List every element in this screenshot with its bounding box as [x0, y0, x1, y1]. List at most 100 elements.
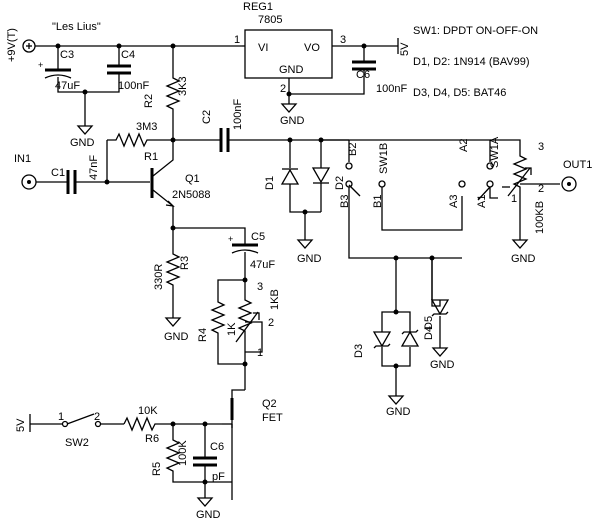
gnd-label: GND — [280, 115, 305, 127]
d1-label: D1 — [264, 176, 276, 190]
q2-type: FET — [262, 412, 283, 424]
gnd-label: GND — [196, 509, 221, 521]
notes: SW1: DPDT ON-OFF-ON D1, D2: 1N914 (BAV99… — [413, 25, 538, 99]
sw1-b2: B2 — [347, 143, 359, 156]
q1-label: Q1 — [185, 173, 200, 185]
c6-pf-capacitor — [193, 424, 217, 482]
gnd-label: GND — [164, 331, 189, 343]
sw2-supply: 5V — [15, 418, 27, 432]
c1-value: 47nF — [88, 155, 100, 180]
d2-diode — [311, 140, 331, 212]
q1-transistor — [150, 140, 175, 228]
c5-value: 47uF — [250, 259, 275, 271]
d5-label: D5 — [423, 316, 435, 330]
reg-pin2: 2 — [280, 83, 286, 95]
c6a-label: C6 — [356, 69, 370, 81]
r5-resistor — [165, 424, 232, 483]
r1-value: 3M3 — [136, 121, 157, 133]
sw2-label: SW2 — [65, 437, 89, 449]
r6-value: 10K — [138, 405, 158, 417]
title-quote: "Les Lius" — [52, 21, 101, 33]
gnd-label: GND — [297, 253, 322, 265]
reg-ref: REG1 — [243, 1, 273, 13]
sw1a-label: SW1A — [489, 136, 501, 168]
reg-pin3: 3 — [340, 34, 346, 46]
d3-d4-diodes — [372, 258, 420, 396]
sw1b-label: SW1B — [378, 143, 390, 174]
r1-resistor — [106, 132, 173, 182]
out1-label: OUT1 — [563, 159, 592, 171]
sw2-switch — [29, 413, 124, 432]
note-line: D3, D4, D5: BAT46 — [413, 87, 506, 99]
sw1-b3: B3 — [339, 195, 351, 208]
r2-resistor — [165, 46, 181, 140]
r5-label: R5 — [151, 462, 163, 476]
r4-resistor — [210, 279, 245, 365]
r1-label: R1 — [144, 151, 158, 163]
gnd-label: GND — [430, 359, 455, 371]
d3-label: D3 — [353, 344, 365, 358]
pot-out-label: 100KB — [534, 201, 546, 234]
sw1-a2: A2 — [458, 139, 470, 152]
c3-value: 47uF — [55, 80, 80, 92]
in1-label: IN1 — [14, 153, 31, 165]
c6-output-capacitor — [289, 43, 376, 95]
gnd-label: GND — [70, 137, 95, 149]
gnd-symbol — [511, 239, 529, 249]
r3-label: R3 — [179, 256, 191, 270]
gnd-symbol — [76, 125, 94, 135]
r2-label: R2 — [143, 94, 155, 108]
pot-1kb-pin: 1 — [257, 347, 263, 359]
r5-value: 100K — [177, 440, 189, 466]
c5-capacitor: + — [173, 227, 259, 280]
c5-label: C5 — [251, 231, 265, 243]
sw2-pin: 2 — [94, 411, 100, 423]
r2-value: 3K3 — [177, 76, 189, 96]
pot-out-pin: 1 — [511, 193, 517, 205]
q2-fet — [222, 389, 245, 500]
r4-label: R4 — [197, 328, 209, 342]
out1-terminal — [561, 176, 577, 192]
pot-1kb-pin: 3 — [257, 281, 263, 293]
c2-label: C2 — [201, 110, 213, 124]
pot-100kb — [490, 139, 560, 240]
c4-label: C4 — [121, 49, 135, 61]
d5-diode — [430, 258, 450, 348]
gnd-label: GND — [386, 406, 411, 418]
reg-gnd: GND — [279, 64, 304, 76]
supply-terminal — [22, 39, 36, 53]
pot-1kb — [235, 280, 263, 390]
reg-pin1: 1 — [234, 34, 240, 46]
svg-text:+: + — [38, 60, 43, 70]
gnd-label: GND — [511, 253, 536, 265]
reg-part: 7805 — [258, 14, 282, 26]
in1-terminal — [21, 174, 37, 190]
q2-label: Q2 — [262, 398, 277, 410]
gnd-symbol — [387, 395, 405, 405]
q1-part: 2N5088 — [172, 189, 211, 201]
d1-diode — [280, 140, 321, 213]
sw1-a3: A3 — [448, 195, 460, 208]
gnd-symbol — [296, 239, 314, 249]
sw1-b1: B1 — [372, 195, 384, 208]
c6b-value: pF — [212, 471, 225, 483]
r6-resistor — [123, 416, 222, 432]
pot-1kb-label: 1KB — [269, 289, 281, 310]
rail-5v-label: 5V — [399, 42, 411, 56]
r4-value: 1K — [226, 322, 238, 336]
c6b-label: C6 — [210, 441, 224, 453]
pot-out-pin: 3 — [538, 141, 544, 153]
c1-capacitor — [36, 170, 150, 194]
gnd-symbol — [280, 103, 298, 113]
gnd-symbol — [431, 347, 449, 357]
r3-value: 330R — [153, 264, 165, 290]
sw2-pin: 1 — [58, 411, 64, 423]
c3-label: C3 — [60, 49, 74, 61]
pot-1kb-pin: 2 — [268, 317, 274, 329]
d4-label: D4 — [423, 326, 435, 340]
sw1-a1: A1 — [476, 195, 488, 208]
supply-label: +9V(T) — [6, 28, 18, 62]
pot-out-pin: 2 — [538, 183, 544, 195]
c4-capacitor — [85, 46, 131, 93]
